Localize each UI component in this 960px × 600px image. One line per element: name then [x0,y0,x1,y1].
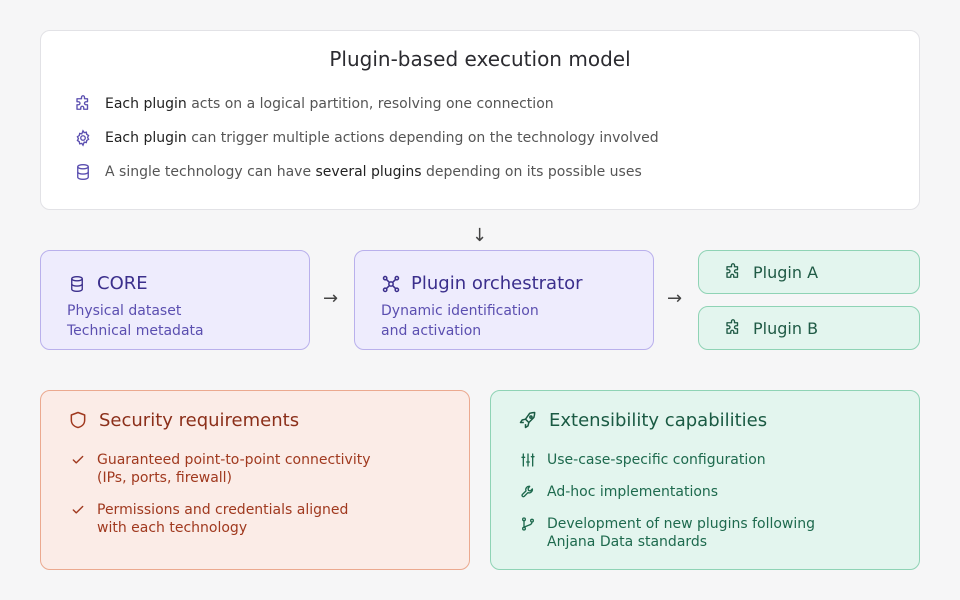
security-item-text: Guaranteed point-to-point connectivity (… [97,452,371,486]
extensibility-title-label: Extensibility capabilities [549,409,768,431]
database-icon [73,162,93,182]
security-requirements-card: Security requirements Guaranteed point-t… [40,390,470,570]
plugin-b-label: Plugin B [753,318,819,338]
orchestrator-title: Plugin orchestrator [381,273,583,294]
model-row-partition: Each plugin acts on a logical partition,… [73,92,554,116]
security-title-label: Security requirements [99,409,300,431]
puzzle-icon [723,318,743,338]
orchestrator-title-label: Plugin orchestrator [411,273,583,294]
extensibility-item-text: Use-case-specific configuration [547,452,766,468]
security-item: Permissions and credentials aligned with… [69,501,348,537]
gear-icon [73,128,93,148]
model-row-actions: Each plugin can trigger multiple actions… [73,126,659,150]
extensibility-item: Ad-hoc implementations [519,483,718,501]
rocket-icon [517,409,539,431]
row-text: depending on its possible uses [421,164,642,180]
plugin-a-label: Plugin A [753,262,819,282]
plugin-b-box: Plugin B [698,306,920,350]
orchestrator-line: and activation [381,323,482,339]
core-title-label: CORE [97,273,148,294]
security-item-text: Permissions and credentials aligned with… [97,502,349,536]
row-bold-text: several plugins [315,164,422,180]
shield-icon [67,409,89,431]
network-icon [381,274,401,294]
extensibility-item: Use-case-specific configuration [519,451,766,469]
row-bold-text: Each plugin [105,96,187,112]
extensibility-card: Extensibility capabilities Use-case-spec… [490,390,920,570]
orchestrator-box: Plugin orchestrator Dynamic identificati… [354,250,654,350]
arrow-right-icon: → [667,288,683,309]
check-icon [69,451,87,469]
security-item: Guaranteed point-to-point connectivity (… [69,451,371,487]
row-text: can trigger multiple actions depending o… [186,130,659,146]
row-text: A single technology can have [105,164,316,180]
puzzle-icon [723,262,743,282]
extensibility-title: Extensibility capabilities [517,409,767,431]
arrow-right-icon: → [323,288,339,309]
extensibility-item-text: Ad-hoc implementations [547,484,719,500]
orchestrator-line: Dynamic identification [381,303,539,319]
row-text: acts on a logical partition, resolving o… [186,96,554,112]
core-box: CORE Physical dataset Technical metadata [40,250,310,350]
database-icon [67,274,87,294]
core-title: CORE [67,273,148,294]
plugin-a-box: Plugin A [698,250,920,294]
security-title: Security requirements [67,409,299,431]
sliders-icon [519,451,537,469]
puzzle-icon [73,94,93,114]
model-row-technology: A single technology can have several plu… [73,160,642,184]
extensibility-item: Development of new plugins following Anj… [519,515,815,551]
execution-model-title: Plugin-based execution model [329,47,631,71]
check-icon [69,501,87,519]
extensibility-item-text: Development of new plugins following Anj… [547,516,816,550]
wrench-icon [519,483,537,501]
arrow-down-icon: ↓ [472,225,488,246]
execution-model-card: Plugin-based execution model Each plugin… [40,30,920,210]
core-line: Technical metadata [67,323,204,339]
core-line: Physical dataset [67,303,182,319]
git-branch-icon [519,515,537,533]
row-bold-text: Each plugin [105,130,187,146]
